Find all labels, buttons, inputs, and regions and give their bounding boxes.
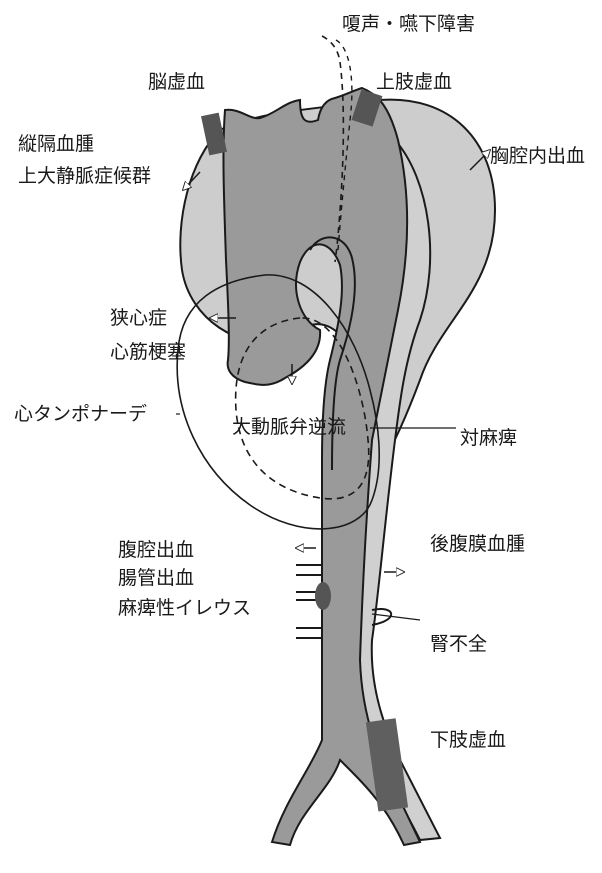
label-mediastinal-hematoma: 縦隔血腫 xyxy=(18,133,94,155)
label-angina: 狭心症 xyxy=(110,307,167,329)
label-hemothorax: 胸腔内出血 xyxy=(490,145,585,167)
renal-failure-leader xyxy=(372,614,420,620)
renal-dark-spot xyxy=(315,582,331,610)
label-paralytic-ileus: 麻痺性イレウス xyxy=(118,597,251,619)
label-hoarseness-dysphagia: 嗄声・嚥下障害 xyxy=(342,13,475,35)
label-aortic-regurgitation: 大動脈弁逆流 xyxy=(232,416,346,438)
celiac-branch xyxy=(296,565,322,575)
label-upper-limb-ischemia: 上肢虚血 xyxy=(376,71,452,93)
label-retroperitoneal-hematoma: 後腹膜血腫 xyxy=(430,533,525,555)
label-renal-failure: 腎不全 xyxy=(430,633,487,655)
label-svc-syndrome: 上大静脈症候群 xyxy=(18,165,151,187)
label-mi: 心筋梗塞 xyxy=(110,341,186,363)
label-intestinal-bleeding: 腸管出血 xyxy=(118,567,194,589)
label-paraplegia: 対麻痺 xyxy=(460,427,517,449)
label-peritoneal-bleeding: 腹腔出血 xyxy=(118,539,194,561)
label-brain-ischemia: 脳虚血 xyxy=(148,71,205,93)
lower-limb-dark-segment xyxy=(366,718,408,811)
label-tamponade: 心タンポナーデ xyxy=(14,403,147,425)
label-lower-limb-ischemia: 下肢虚血 xyxy=(430,729,506,751)
